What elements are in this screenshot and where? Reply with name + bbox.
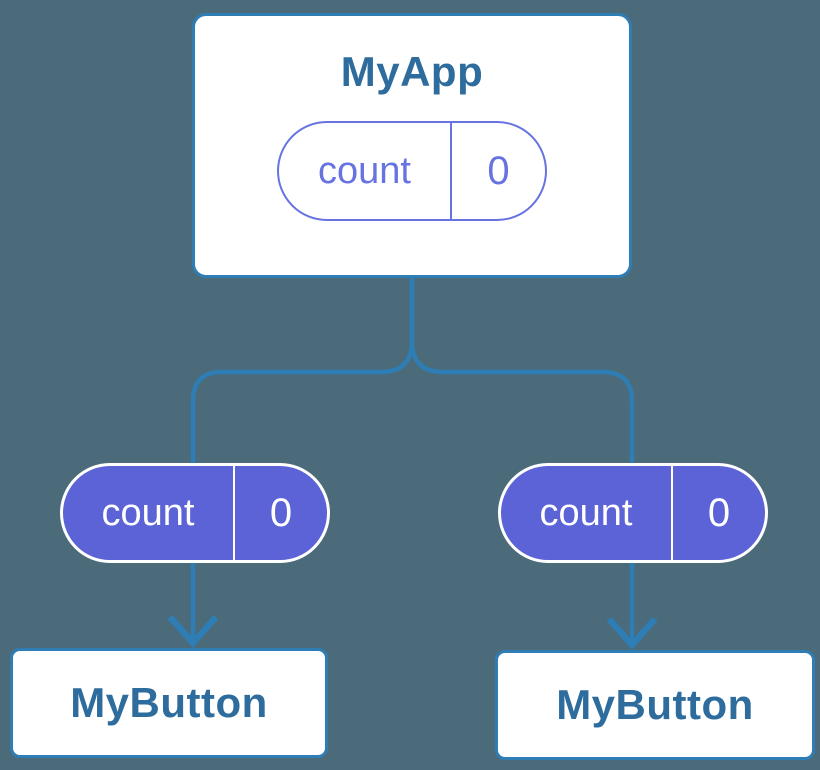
state-name: count — [318, 149, 411, 192]
root-component-title: MyApp — [340, 48, 484, 95]
connector-right-branch — [409, 278, 635, 641]
pill-divider — [233, 466, 235, 560]
prop-value: 0 — [707, 490, 731, 535]
child-component-title: MyButton — [70, 679, 268, 726]
child-component-title: MyButton — [556, 681, 754, 728]
prop-name: count — [539, 491, 633, 534]
root-state-pill: count 0 — [277, 121, 547, 221]
child-component-card: MyButton — [10, 648, 328, 758]
root-component-card: MyApp count 0 — [192, 13, 632, 278]
child-prop-pill: count 0 — [498, 463, 768, 563]
pill-divider — [450, 123, 452, 219]
pill-divider — [671, 466, 673, 560]
prop-name: count — [101, 491, 195, 534]
arrow-down-icon — [606, 616, 658, 650]
child-component-card: MyButton — [495, 650, 815, 760]
prop-value: 0 — [269, 490, 293, 535]
child-prop-pill: count 0 — [60, 463, 330, 563]
state-value: 0 — [487, 148, 510, 193]
connector-left-branch — [190, 278, 415, 639]
arrow-down-icon — [167, 614, 219, 648]
